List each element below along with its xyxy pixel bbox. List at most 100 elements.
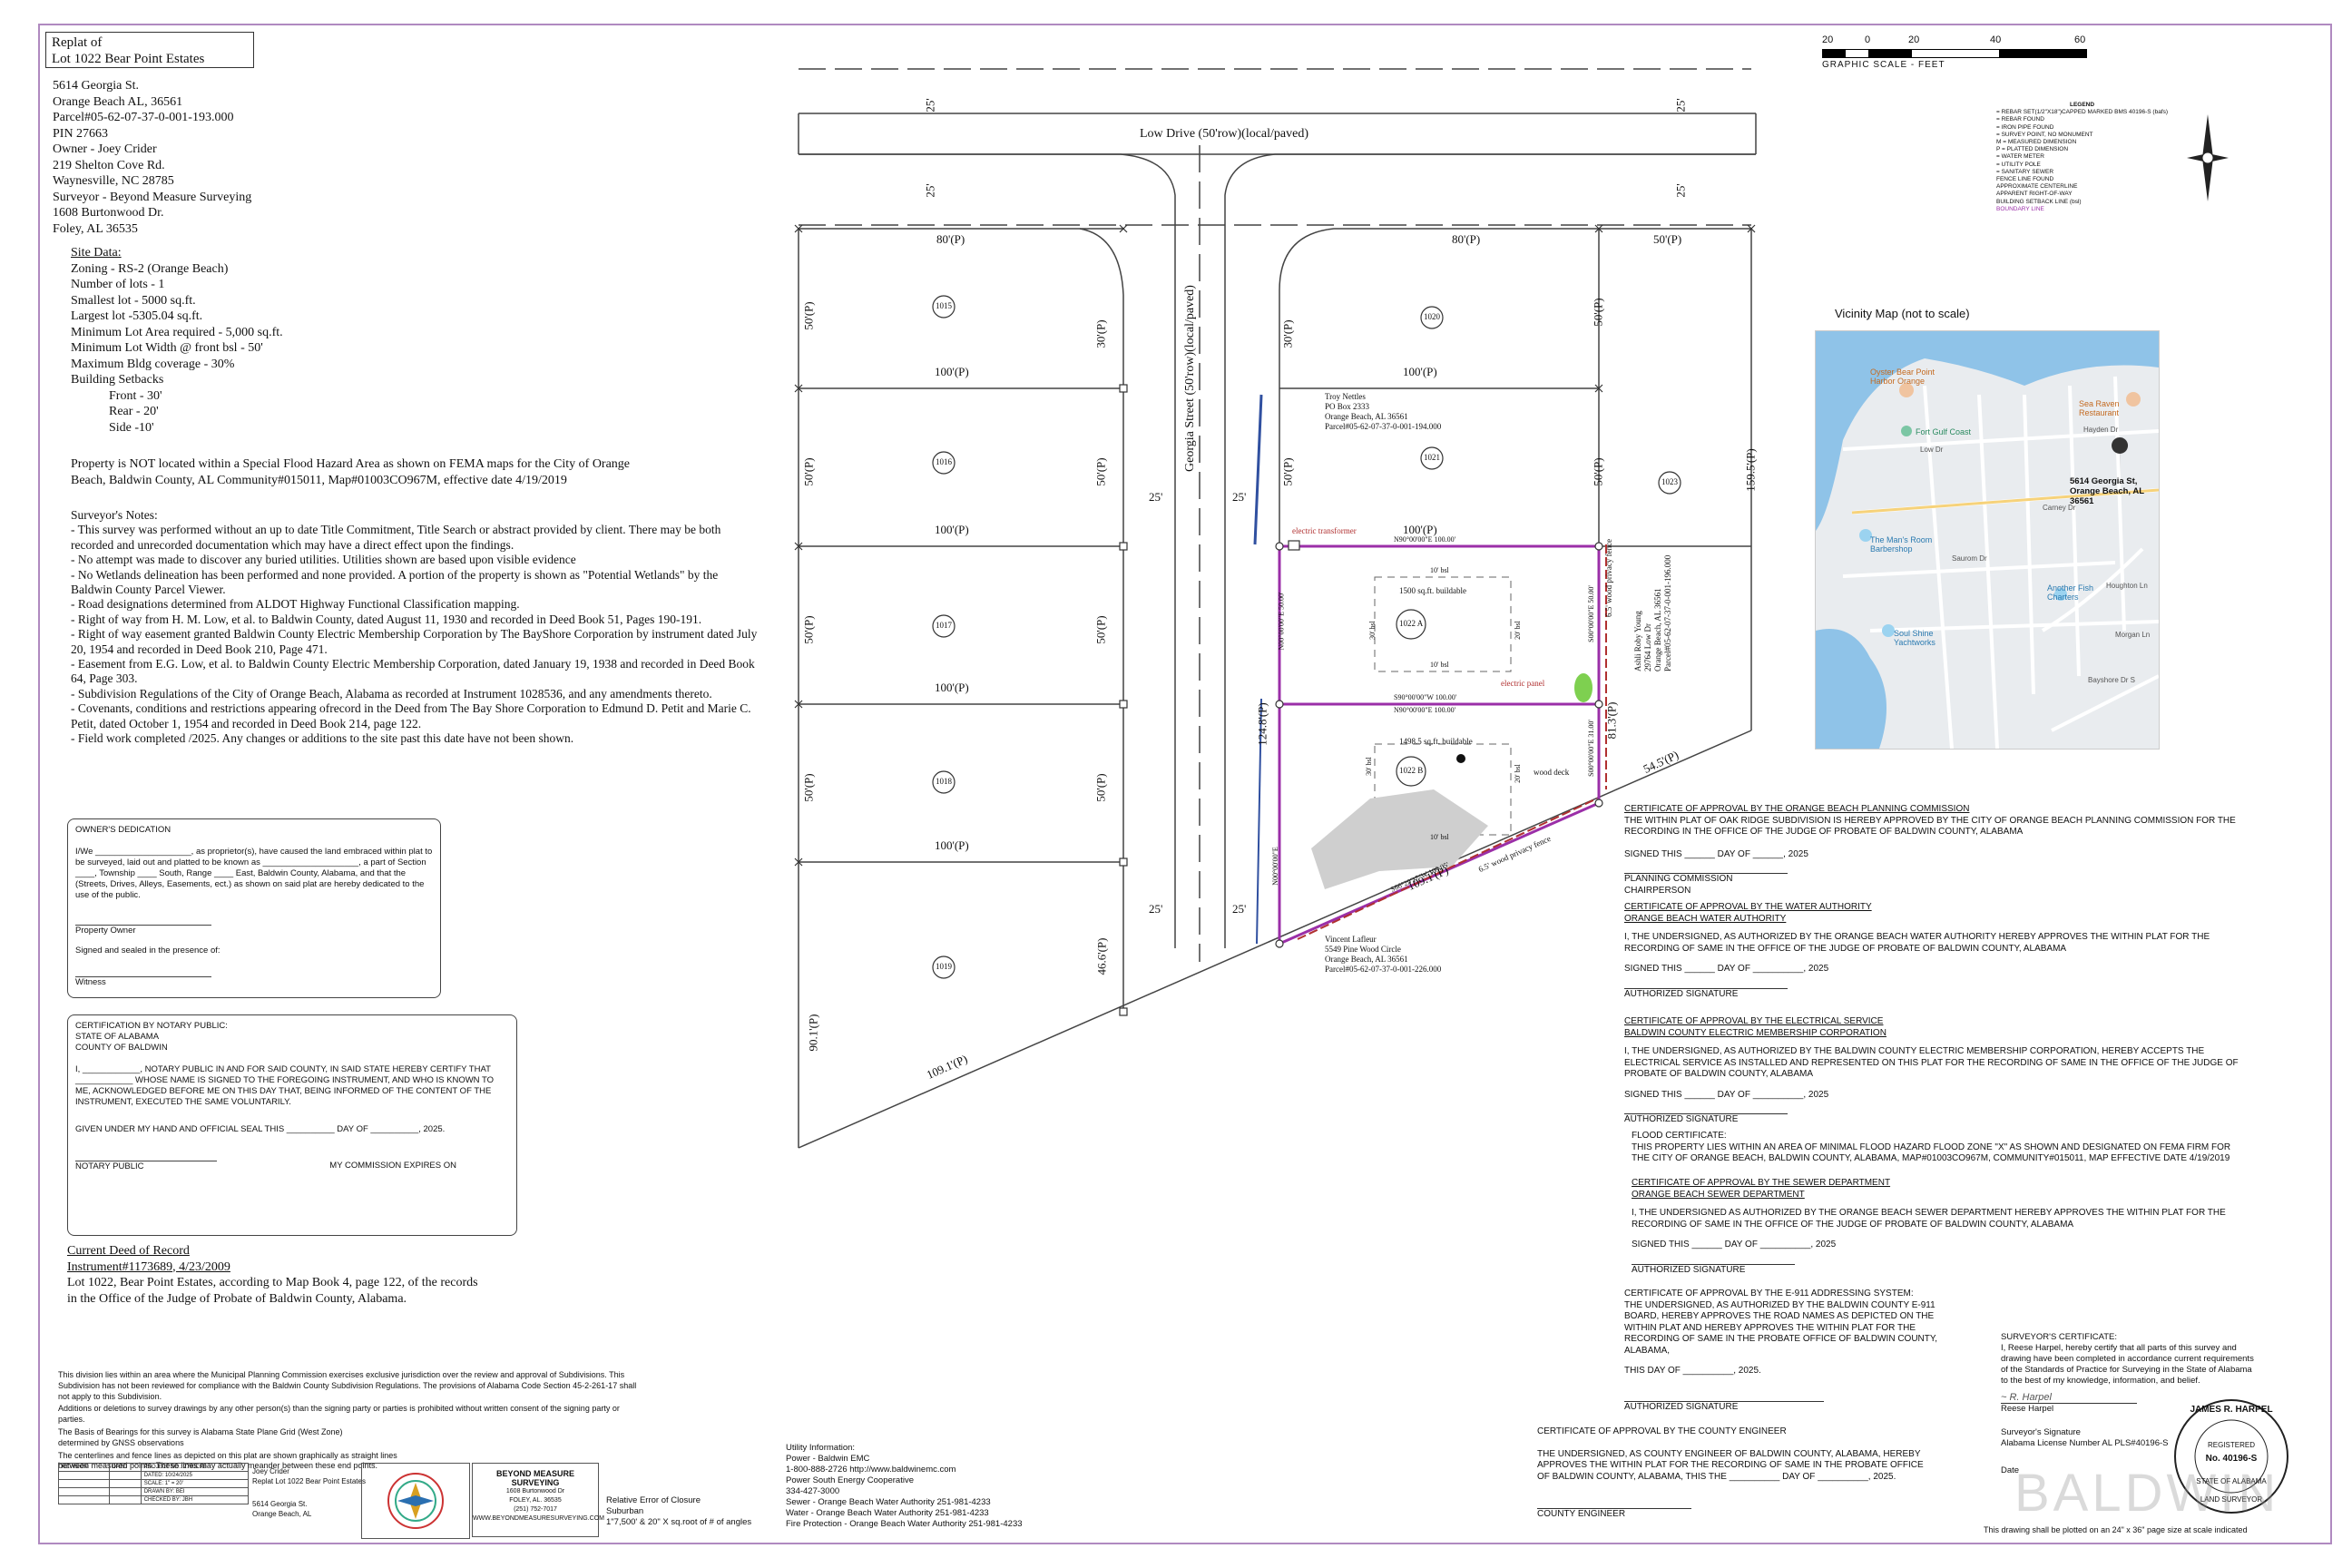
site-line: Number of lots - 1 bbox=[71, 278, 165, 291]
dim-label: 50'(P) bbox=[801, 457, 816, 486]
site-data-heading: Site Data: bbox=[71, 246, 122, 260]
notary-county: COUNTY OF BALDWIN bbox=[75, 1043, 168, 1053]
note-line: - No attempt was made to discover any bu… bbox=[71, 553, 576, 567]
lot-number: 1022 A bbox=[1399, 619, 1424, 628]
tb-addr2: Orange Beach, AL bbox=[252, 1510, 312, 1518]
notes-heading: Surveyor's Notes: bbox=[71, 508, 158, 522]
bsl-label: 10' bsl bbox=[1430, 566, 1449, 574]
cert-body: THE WITHIN PLAT OF OAK RIDGE SUBDIVISION… bbox=[1624, 815, 2236, 838]
legend-item: M = MEASURED DIMENSION bbox=[1996, 139, 2077, 146]
legend-item: = REBAR FOUND bbox=[1996, 116, 2044, 123]
bsl-label: 10' bsl bbox=[1430, 661, 1449, 669]
witness-label: Witness bbox=[75, 977, 106, 987]
cert-sig: COUNTY ENGINEER bbox=[1537, 1508, 1691, 1521]
lot-number: 1018 bbox=[936, 777, 952, 786]
notary-public-label: NOTARY PUBLIC bbox=[75, 1161, 217, 1172]
surveyor-seal: JAMES R. HARPEL REGISTERED No. 40196-S S… bbox=[2172, 1397, 2290, 1515]
nettles-line: PO Box 2333 bbox=[1325, 402, 1370, 411]
cert-day: OF BALDWIN COUNTY, ALABAMA, THIS THE ___… bbox=[1537, 1471, 1896, 1482]
cert-sig: AUTHORIZED SIGNATURE bbox=[1624, 1113, 1788, 1126]
site-line: Zoning - RS-2 (Orange Beach) bbox=[71, 261, 229, 276]
tb-checked: CHECKED BY: JBH bbox=[140, 1495, 250, 1504]
flood-cert: FLOOD CERTIFICATE: THIS PROPERTY LIES WI… bbox=[1632, 1131, 2249, 1165]
nettles-line: Parcel#05-62-07-37-0-001-194.000 bbox=[1325, 422, 1442, 431]
lafleur-parcel: Vincent Lafleur 5549 Pine Wood Circle Or… bbox=[1325, 935, 1441, 975]
row-label: 25' bbox=[1149, 902, 1163, 916]
legend-item: BOUNDARY LINE bbox=[1996, 205, 2044, 212]
dim-label: 30'(P) bbox=[1280, 319, 1295, 348]
surveyor-body: I, Reese Harpel, hereby certify that all… bbox=[2001, 1343, 2254, 1386]
title-line1: Replat of bbox=[52, 35, 103, 50]
map-label: Another Fish Charters bbox=[2047, 583, 2094, 602]
buildable-label: 1498.5 sq.ft. buildable bbox=[1399, 737, 1473, 746]
lafleur-line: Vincent Lafleur bbox=[1325, 935, 1377, 944]
note-line: - Right of way easement granted Baldwin … bbox=[71, 627, 758, 656]
dim-label: 50'(P) bbox=[1093, 773, 1108, 802]
cert-signed: SIGNED THIS ______ DAY OF __________, 20… bbox=[1624, 1089, 1829, 1100]
planning-cert: CERTIFICATE OF APPROVAL BY THE ORANGE BE… bbox=[1624, 804, 2241, 897]
electric-cert: CERTIFICATE OF APPROVAL BY THE ELECTRICA… bbox=[1624, 1016, 2241, 1126]
company-phone: (251) 752-7017 bbox=[514, 1506, 557, 1513]
scale-tick: 20 bbox=[1822, 34, 1834, 45]
lafleur-line: 5549 Pine Wood Circle bbox=[1325, 945, 1401, 954]
transformer-label: electric transformer bbox=[1292, 526, 1357, 535]
bsl-label: 30' bsl bbox=[1364, 757, 1373, 776]
company-block: BEYOND MEASURE SURVEYING 1608 Burtonwood… bbox=[472, 1463, 604, 1537]
fema-note: Property is NOT located within a Special… bbox=[71, 457, 631, 487]
map-label: Bayshore Dr S bbox=[2088, 676, 2136, 684]
site-data: Site Data: Zoning - RS-2 (Orange Beach) … bbox=[71, 245, 283, 436]
owners-dedication-box: OWNER'S DEDICATION I/We ________________… bbox=[67, 818, 441, 998]
low-drive-label: Low Drive (50'row)(local/paved) bbox=[1140, 127, 1309, 141]
company-city: FOLEY, AL. 36535 bbox=[509, 1497, 562, 1504]
bearing-label: S00°00'00"E 50.00' bbox=[1586, 585, 1595, 642]
info-line: Waynesville, NC 28785 bbox=[53, 174, 174, 188]
cert-body: I, THE UNDERSIGNED, AS AUTHORIZED BY THE… bbox=[1624, 932, 2210, 954]
row-label: 25' bbox=[1673, 183, 1688, 198]
legend-item: FENCE LINE FOUND bbox=[1996, 176, 2054, 183]
surveyor-sigline: Surveyor's Signature bbox=[2001, 1427, 2081, 1437]
info-line: Foley, AL 36535 bbox=[53, 221, 138, 236]
lot-number: 1022 B bbox=[1399, 766, 1424, 775]
setback-line: Side -10' bbox=[109, 420, 154, 435]
row-label: 25' bbox=[1673, 98, 1688, 113]
legend-item: = SANITARY SEWER bbox=[1996, 168, 2054, 175]
bsl-label: 20' bsl bbox=[1513, 621, 1522, 640]
dim-label: 50'(P) bbox=[1093, 615, 1108, 644]
dim-label: 100'(P) bbox=[1403, 365, 1437, 378]
info-line: 1608 Burtonwood Dr. bbox=[53, 206, 164, 220]
notary-heading: CERTIFICATION BY NOTARY PUBLIC: bbox=[75, 1021, 228, 1031]
company-web: WWW.BEYONDMEASURESURVEYING.COM bbox=[473, 1515, 604, 1522]
notary-state: STATE OF ALABAMA bbox=[75, 1032, 160, 1042]
scale-tick: 20 bbox=[1908, 34, 1920, 45]
dim-label: 50'(P) bbox=[1591, 298, 1605, 327]
note-line: - Right of way from H. M. Low, et al. to… bbox=[71, 612, 702, 626]
note-line: - Easement from E.G. Low, et al. to Bald… bbox=[71, 657, 755, 686]
vicinity-title: Vicinity Map (not to scale) bbox=[1835, 307, 1970, 320]
info-line: Surveyor - Beyond Measure Surveying bbox=[53, 190, 252, 204]
utility-line: Power South Energy Cooperative bbox=[786, 1475, 914, 1485]
dim-label: 80'(P) bbox=[936, 232, 965, 246]
surveyor-heading: SURVEYOR'S CERTIFICATE: bbox=[2001, 1332, 2117, 1342]
bsl-label: 10' bsl bbox=[1430, 833, 1449, 841]
property-info: 5614 Georgia St. Orange Beach AL, 36561 … bbox=[53, 78, 251, 237]
info-line: Owner - Joey Crider bbox=[53, 142, 157, 156]
bearing-label: S90°00'00"W 100.00' bbox=[1394, 693, 1457, 701]
tb-project-name: Replat Lot 1022 Bear Point Estates bbox=[252, 1477, 366, 1485]
legend-item: APPROXIMATE CENTERLINE bbox=[1996, 183, 2078, 191]
info-line: PIN 27663 bbox=[53, 126, 109, 141]
map-label: Houghton Ln bbox=[2106, 582, 2148, 590]
cert-heading: CERTIFICATE OF APPROVAL BY THE ORANGE BE… bbox=[1624, 804, 1970, 814]
dim-label: 50'(P) bbox=[801, 301, 816, 330]
map-label: Oyster Bear Point Harbor Orange bbox=[1870, 368, 1936, 386]
closure-line: Relative Error of Closure bbox=[606, 1495, 701, 1505]
dim-label: 81.3'(P) bbox=[1604, 701, 1619, 740]
map-label: The Man's Room Barbershop bbox=[1870, 535, 1933, 554]
bearing-label: N90°00'00"E 100.00' bbox=[1394, 706, 1456, 714]
notary-body: I, ____________, NOTARY PUBLIC IN AND FO… bbox=[75, 1064, 495, 1107]
utility-line: Utility Information: bbox=[786, 1443, 856, 1453]
closure-line: Suburban bbox=[606, 1506, 644, 1516]
bsl-label: 30' bsl bbox=[1367, 621, 1377, 640]
title-box: Replat of Lot 1022 Bear Point Estates bbox=[45, 32, 254, 68]
cert-heading: CERTIFICATE OF APPROVAL BY THE WATER AUT… bbox=[1624, 902, 1872, 912]
